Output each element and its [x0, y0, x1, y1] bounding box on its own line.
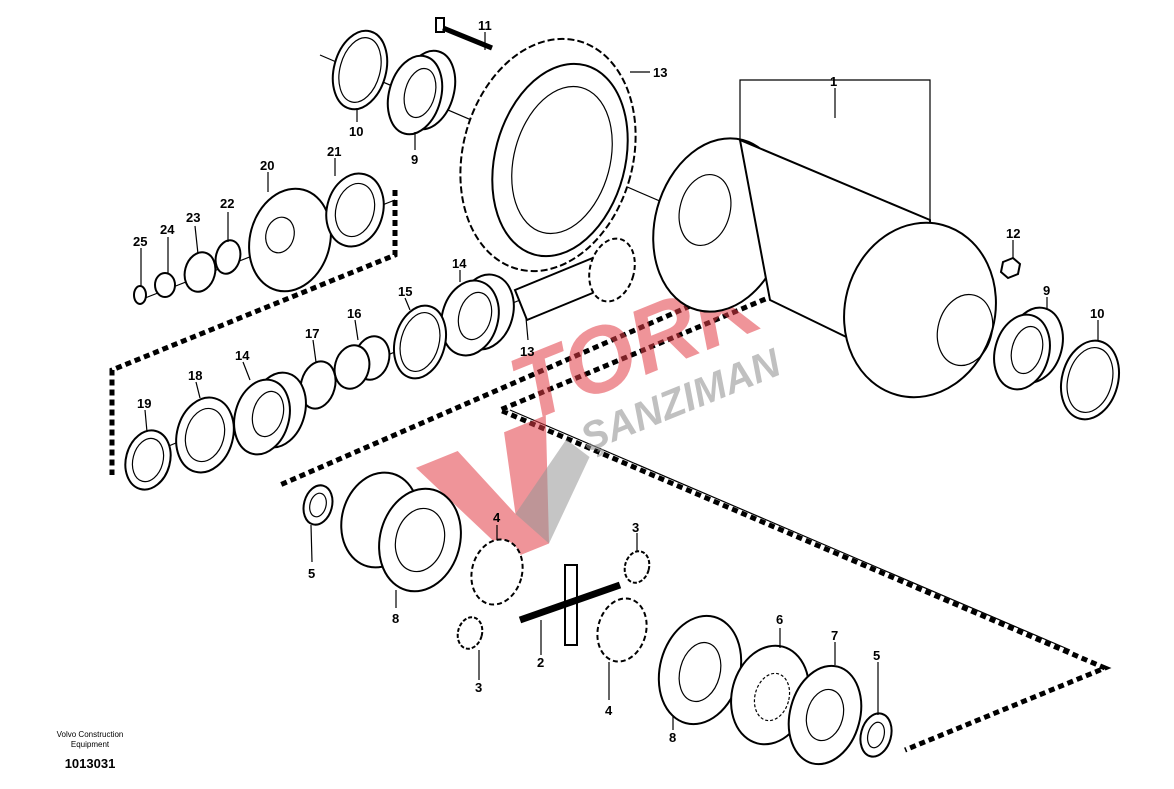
leader-lines [140, 32, 1099, 730]
company-name-line2: Equipment [70, 740, 110, 749]
bolt-11 [435, 17, 493, 51]
callout-22: 22 [220, 196, 234, 211]
shim-17 [299, 360, 337, 410]
bearing-cup-18 [175, 396, 235, 474]
watermark-logo-check [515, 439, 590, 544]
ring-gear-13 [459, 37, 637, 273]
seal-ring-10-upper-inner [338, 37, 382, 103]
clip-25 [133, 285, 147, 305]
callout-23: 23 [186, 210, 200, 225]
callout-20: 20 [260, 158, 274, 173]
pinion-13 [513, 237, 636, 322]
spacer-16 [333, 335, 391, 390]
callout-13-ring-gear: 13 [653, 65, 667, 80]
callout-3-lower: 3 [475, 680, 482, 695]
assembly-outline-lower [493, 269, 1112, 753]
nut-12 [999, 256, 1022, 280]
callout-10-right: 10 [1090, 306, 1104, 321]
callout-5-right: 5 [873, 648, 880, 663]
axis-line-lower [509, 409, 1071, 651]
flange-20-bore [265, 216, 295, 254]
flange-20 [248, 187, 332, 293]
side-gear-4-lower [596, 597, 648, 663]
callout-8-right: 8 [669, 730, 676, 745]
drawing-number: 1013031 [64, 756, 116, 771]
callout-labels: 1 2 3 3 4 4 5 5 6 7 8 8 9 9 10 10 11 12 … [133, 18, 1104, 745]
bracket-item-1 [739, 79, 931, 225]
callout-2: 2 [537, 655, 544, 670]
callout-16: 16 [347, 306, 361, 321]
nut-24 [154, 272, 176, 298]
callout-14-lower: 14 [235, 348, 250, 363]
callout-9-right: 9 [1043, 283, 1050, 298]
seal-21 [325, 172, 385, 248]
cross-shaft-2 [518, 564, 622, 646]
callout-4-upper: 4 [493, 510, 501, 525]
callout-25: 25 [133, 234, 147, 249]
seal-21-inner [334, 182, 376, 238]
bearing-14-lower [233, 371, 307, 456]
callout-13-pinion: 13 [520, 344, 534, 359]
seal-ring-10-right-inner [1066, 347, 1114, 413]
callout-19: 19 [137, 396, 151, 411]
thrust-washer-5-left [302, 484, 334, 526]
spider-gear-3-lower [456, 616, 484, 650]
callout-14-upper: 14 [452, 256, 467, 271]
callout-7: 7 [831, 628, 838, 643]
callout-24: 24 [160, 222, 175, 237]
callout-10-upper: 10 [349, 124, 363, 139]
callout-4-lower: 4 [605, 703, 613, 718]
seal-ring-15-inner [399, 312, 441, 372]
callout-11: 11 [478, 18, 492, 33]
callout-9-upper: 9 [411, 152, 418, 167]
spider-gear-3-upper [623, 550, 651, 584]
thrust-washer-5-right [859, 712, 893, 758]
assembly-outline-upper [109, 190, 398, 475]
callout-12: 12 [1006, 226, 1020, 241]
callout-1: 1 [830, 74, 837, 89]
bearing-14-upper [440, 273, 515, 357]
callout-15: 15 [398, 284, 412, 299]
lock-plate-23 [183, 251, 217, 293]
callout-17: 17 [305, 326, 319, 341]
callout-5-left: 5 [308, 566, 315, 581]
callout-8-left: 8 [392, 611, 399, 626]
company-name-line1: Volvo Construction [56, 730, 124, 739]
bearing-cup-18-inner [184, 407, 226, 463]
steel-plate-7 [787, 664, 863, 766]
differential-housing-1 [652, 137, 997, 399]
watermark-logo-mark [415, 415, 549, 559]
bearing-9-right [993, 306, 1064, 391]
seal-19 [124, 429, 172, 491]
callout-3-upper: 3 [632, 520, 639, 535]
seal-19-inner [131, 437, 165, 483]
callout-21: 21 [327, 144, 341, 159]
callout-6: 6 [776, 612, 783, 627]
side-gear-4-upper [470, 538, 524, 606]
housing-half-8-left [378, 487, 462, 593]
drawing-footer: Volvo Construction Equipment 1013031 [30, 730, 150, 771]
bearing-9-upper [386, 49, 457, 136]
callout-18: 18 [188, 368, 202, 383]
washer-22 [214, 239, 242, 275]
